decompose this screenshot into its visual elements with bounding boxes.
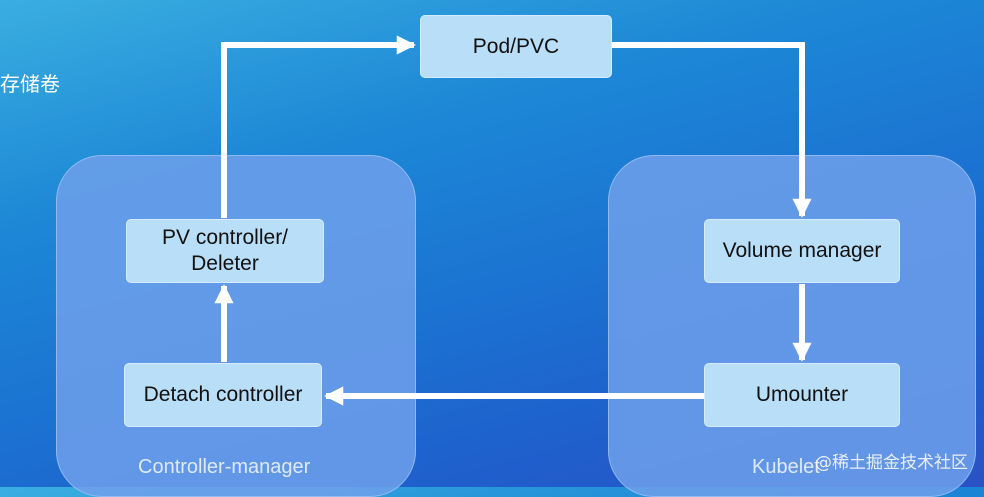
volume-manager-node: Volume manager	[704, 219, 900, 283]
umounter-label: Umounter	[755, 383, 849, 406]
slide-title: 存储卷	[0, 72, 60, 96]
detach-controller-label: Detach controller	[143, 383, 303, 406]
pod-pvc-label: Pod/PVC	[472, 34, 560, 58]
pv-controller-label-line1: PV controller/	[161, 226, 289, 249]
umounter-node: Umounter	[704, 363, 900, 427]
kubelet-label: Kubelet	[752, 456, 820, 478]
watermark: @稀土掘金技术社区	[815, 453, 968, 473]
pv-controller-label-line2: Deleter	[191, 252, 259, 275]
controller-manager-group	[56, 155, 416, 497]
kubelet-group	[608, 155, 976, 497]
controller-manager-label: Controller-manager	[138, 456, 311, 478]
volume-manager-label: Volume manager	[722, 239, 882, 262]
pv-controller-node: PV controller/ Deleter	[126, 219, 324, 283]
detach-controller-node: Detach controller	[124, 363, 322, 427]
pod-pvc-node: Pod/PVC	[420, 15, 612, 78]
